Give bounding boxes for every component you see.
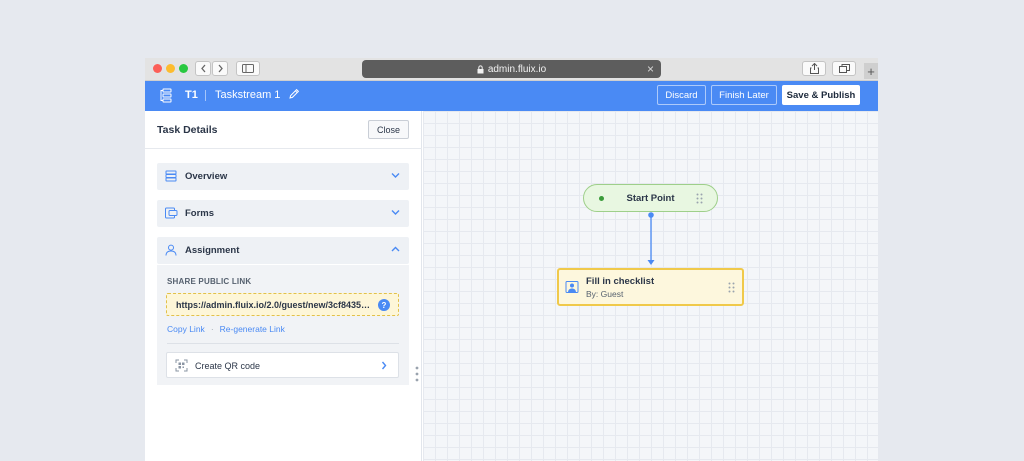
url-text: admin.fluix.io [487, 63, 547, 75]
fill-in-checklist-node[interactable]: Fill in checklist By: Guest [557, 268, 744, 306]
assignment-divider [167, 343, 399, 344]
public-link-value: https://admin.fluix.io/2.0/guest/new/3cf… [176, 300, 372, 310]
assignment-label: Assignment [185, 245, 240, 256]
create-qr-code-button[interactable]: Create QR code [166, 352, 399, 378]
forward-button[interactable] [212, 61, 228, 76]
chevron-left-icon [200, 64, 205, 73]
chevron-down-icon [391, 173, 400, 178]
forms-icon [165, 207, 178, 219]
workflow-canvas[interactable]: Start Point Fill in checklist By: Guest [423, 111, 878, 461]
new-tab-button[interactable]: + [864, 63, 878, 79]
chevron-up-icon [391, 246, 400, 252]
panel-divider [145, 148, 422, 149]
layers-icon [165, 170, 177, 182]
share-button[interactable] [802, 61, 826, 76]
regenerate-link-button[interactable]: Re-generate Link [219, 324, 285, 334]
share-public-link-label: SHARE PUBLIC LINK [167, 277, 252, 286]
drag-handle-icon[interactable] [696, 193, 703, 204]
start-dot-icon [599, 196, 604, 201]
start-point-label: Start Point [626, 193, 675, 204]
tabs-icon [838, 64, 850, 73]
finish-later-button[interactable]: Finish Later [711, 85, 777, 105]
qr-code-icon [175, 359, 188, 372]
clear-url-icon[interactable]: × [646, 62, 654, 76]
pencil-icon[interactable] [288, 88, 300, 100]
taskstream-icon [160, 88, 172, 103]
task-id: T1 [185, 89, 198, 101]
back-button[interactable] [195, 61, 211, 76]
checklist-user-icon [565, 281, 579, 293]
create-qr-code-label: Create QR code [195, 361, 261, 371]
taskstream-name: Taskstream 1 [215, 89, 281, 101]
overview-section[interactable]: Overview [157, 163, 409, 190]
chevron-down-icon [391, 210, 400, 215]
save-publish-button[interactable]: Save & Publish [782, 85, 860, 105]
flow-connector [647, 212, 655, 265]
share-icon [809, 63, 819, 74]
sidebar-toggle-button[interactable] [236, 61, 260, 76]
resize-handle-icon[interactable] [415, 366, 419, 382]
maximize-window-button[interactable] [179, 64, 188, 73]
task-node-title: Fill in checklist [586, 276, 655, 287]
task-details-panel: Task Details Close Overview Forms [145, 111, 422, 461]
start-point-node[interactable]: Start Point [583, 184, 718, 212]
forms-section[interactable]: Forms [157, 200, 409, 227]
close-panel-button[interactable]: Close [368, 120, 409, 139]
link-actions: Copy Link · Re-generate Link [167, 324, 285, 334]
browser-window: admin.fluix.io × + T1 Taskstream 1 Disca… [145, 58, 878, 461]
address-bar[interactable]: admin.fluix.io × [362, 60, 661, 78]
forms-label: Forms [185, 208, 215, 219]
overview-label: Overview [185, 171, 228, 182]
assignment-content: SHARE PUBLIC LINK https://admin.fluix.io… [157, 265, 409, 385]
panel-title: Task Details [157, 124, 218, 136]
discard-button[interactable]: Discard [657, 85, 706, 105]
user-icon [165, 244, 177, 256]
drag-handle-icon[interactable] [728, 282, 735, 293]
app-header: T1 Taskstream 1 Discard Finish Later Sav… [145, 81, 878, 111]
sidebar-icon [242, 64, 254, 73]
tabs-button[interactable] [832, 61, 856, 76]
lock-icon [477, 64, 484, 73]
public-link-field[interactable]: https://admin.fluix.io/2.0/guest/new/3cf… [166, 293, 399, 316]
minimize-window-button[interactable] [166, 64, 175, 73]
link-separator: · [210, 324, 214, 334]
browser-toolbar: admin.fluix.io × + [145, 58, 878, 81]
chevron-right-icon [218, 64, 223, 73]
header-divider [205, 90, 206, 101]
help-icon[interactable]: ? [378, 299, 390, 311]
chevron-right-icon [381, 361, 387, 370]
task-node-assignee: By: Guest [586, 289, 624, 299]
assignment-section[interactable]: Assignment [157, 237, 409, 264]
close-window-button[interactable] [153, 64, 162, 73]
copy-link-button[interactable]: Copy Link [167, 324, 205, 334]
